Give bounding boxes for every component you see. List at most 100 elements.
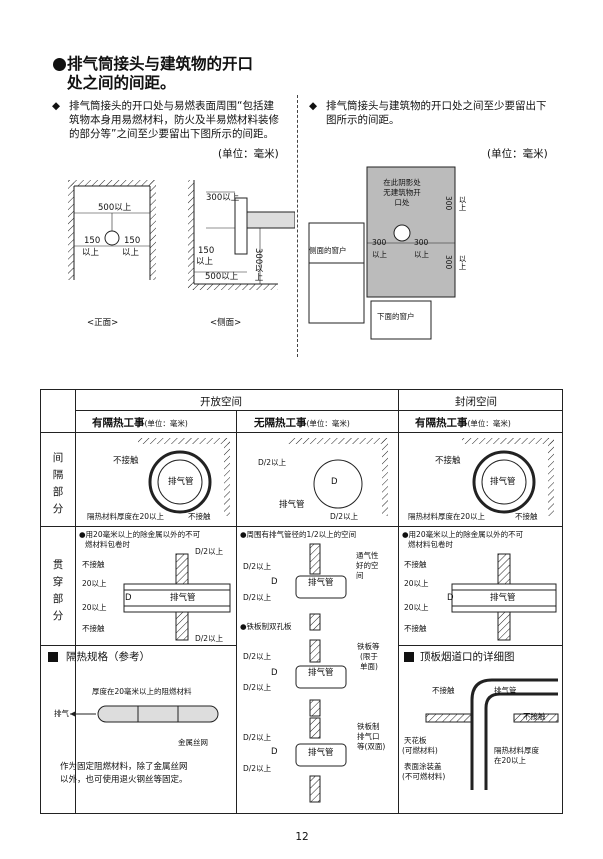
pipe-22a: 排气管 — [308, 578, 334, 588]
dim-150a2: 以上 — [82, 248, 100, 258]
table-line — [75, 410, 563, 411]
side-window-label: 侧面的窗户 — [309, 246, 347, 255]
col1-header: 有隔热工事(单位：毫米) — [92, 417, 188, 429]
insul-thickness-1: 隔热材料厚度在20以上 — [87, 512, 165, 521]
iron-etc-2: (限于 — [360, 652, 378, 661]
bullet-icon — [53, 58, 66, 71]
shade-text-3: 口处 — [394, 198, 410, 207]
dim-300-bottom2: 以上 — [458, 255, 467, 270]
no-contact-1b: 不接触 — [188, 512, 211, 521]
front-caption: <正面> — [87, 318, 119, 328]
spacing-diagram-2 — [288, 438, 388, 516]
row1-label: 间隔部分 — [52, 452, 64, 515]
surface-2: (不可燃材料) — [402, 772, 446, 781]
d2-22f: D/2以上 — [243, 764, 272, 773]
s20-21b: 20以上 — [82, 603, 107, 612]
row2-label: 贯穿部分 — [52, 559, 64, 622]
d-label-1: D — [331, 477, 338, 487]
dim-150b: 150 — [124, 236, 141, 246]
d2-label-2: D/2以上 — [330, 512, 359, 521]
cell21-note-1: ●用20毫米以上的除金属以外的不可 — [79, 530, 201, 539]
page-number: 12 — [295, 831, 309, 843]
spacing-diagram-1 — [138, 438, 230, 516]
dim-150c: 150 — [198, 246, 215, 256]
pipe-21: 排气管 — [170, 593, 196, 603]
penetration-diagram-1 — [123, 553, 231, 641]
dim-300-right: 300 — [414, 238, 429, 247]
no-contact-33b: 不接触 — [523, 712, 546, 721]
pipe-22c: 排气管 — [308, 748, 334, 758]
insul-spec-note-2: 以外，也可使用退火钢丝等固定。 — [60, 775, 188, 785]
table-line — [236, 410, 237, 814]
no-contact-3: 不接触 — [435, 456, 461, 466]
pipe-23: 排气管 — [490, 593, 516, 603]
insul-thickness-3: 隔热材料厚度在20以上 — [408, 512, 486, 521]
table-line — [398, 645, 563, 646]
table-line — [40, 645, 236, 646]
insul-spec-1: 厚度在20毫米以上的阻燃材料 — [92, 687, 192, 696]
shade-text-1: 在此阴影处 — [383, 178, 421, 187]
shade-text-2: 无建筑物开 — [383, 188, 421, 197]
d2-22e: D/2以上 — [243, 733, 272, 742]
iron-vent-2: 排气口 — [357, 732, 380, 741]
d-22a: D — [271, 577, 278, 587]
square-icon — [48, 652, 58, 662]
pipe-label-1: 排气管 — [168, 477, 194, 487]
d2-22b: D/2以上 — [243, 593, 272, 602]
insulation-wrap-diagram — [70, 705, 219, 723]
left-note-line2: 筑物本身用易燃材料，防火及半易燃材料装修 — [69, 114, 279, 126]
iron-etc-1: 铁板等 — [357, 642, 380, 651]
no-contact-23a: 不接触 — [404, 560, 427, 569]
diamond-icon: ◆ — [309, 100, 318, 112]
side-caption: <侧面> — [210, 318, 242, 328]
iron-vent-1: 铁板制 — [357, 722, 380, 731]
ceiling-1: 天花板 — [404, 736, 427, 745]
spec-table — [40, 389, 563, 814]
dim-150b2: 以上 — [122, 248, 140, 258]
insul-20-2: 在20以上 — [494, 756, 527, 765]
left-note-line1: 排气筒接头的开口处与易燃表面周围“包括建 — [69, 100, 274, 112]
right-note-line1: 排气筒接头与建筑物的开口处之间至少要留出下 — [326, 100, 547, 112]
dim-300-bottom: 300 — [444, 255, 453, 270]
s20-21a: 20以上 — [82, 579, 107, 588]
s20-23b: 20以上 — [404, 603, 429, 612]
d-21: D — [125, 593, 132, 603]
d-22b: D — [271, 668, 278, 678]
d2-22d: D/2以上 — [243, 683, 272, 692]
d2-22c: D/2以上 — [243, 652, 272, 661]
d-22c: D — [271, 747, 278, 757]
left-unit-label: (单位：毫米) — [218, 148, 279, 160]
pipe-33: 排气管 — [494, 686, 517, 695]
s20-23a: 20以上 — [404, 579, 429, 588]
d2-cell21-a: D/2以上 — [195, 547, 224, 556]
penetration-diagram-2 — [295, 543, 347, 803]
closed-space-header: 封闭空间 — [455, 396, 497, 408]
table-line — [40, 432, 563, 433]
vertical-divider — [297, 95, 298, 357]
d-23: D — [447, 593, 454, 603]
pipe-label-3: 排气管 — [490, 477, 516, 487]
cell23-note-1: ●用20毫米以上的除金属以外的不可 — [402, 530, 524, 539]
dim-500: 500以上 — [98, 203, 132, 213]
no-contact-21b: 不接触 — [82, 624, 105, 633]
bottom-window-label: 下面的窗户 — [377, 312, 415, 321]
diamond-icon: ◆ — [52, 100, 61, 112]
open-space-header: 开放空间 — [200, 396, 242, 408]
ceiling-2: (可燃材料) — [402, 746, 438, 755]
right-unit-label: (单位：毫米) — [487, 148, 548, 160]
penetration-diagram-3 — [451, 553, 557, 641]
no-contact-1: 不接触 — [113, 456, 139, 466]
dim-300-right2: 以上 — [414, 250, 429, 259]
surface-1: 表面涂装盖 — [404, 762, 442, 771]
no-contact-3b: 不接触 — [515, 512, 538, 521]
iron-vent-3: 等(双面) — [357, 742, 386, 751]
d2-cell21-b: D/2以上 — [195, 634, 224, 643]
ceiling-detail-diagram — [425, 678, 559, 790]
dim-300-top2: 以上 — [458, 196, 467, 211]
iron-plate-note: ●铁板制双孔板 — [240, 622, 292, 631]
insul-spec-note-1: 作为固定阻燃材料，除了金属丝网 — [60, 762, 188, 772]
section-title-line2: 处之间的间距。 — [67, 74, 176, 92]
metal-mesh-label: 金属丝网 — [178, 738, 208, 747]
table-line — [40, 526, 563, 527]
clearance-diagram-left — [68, 180, 295, 290]
